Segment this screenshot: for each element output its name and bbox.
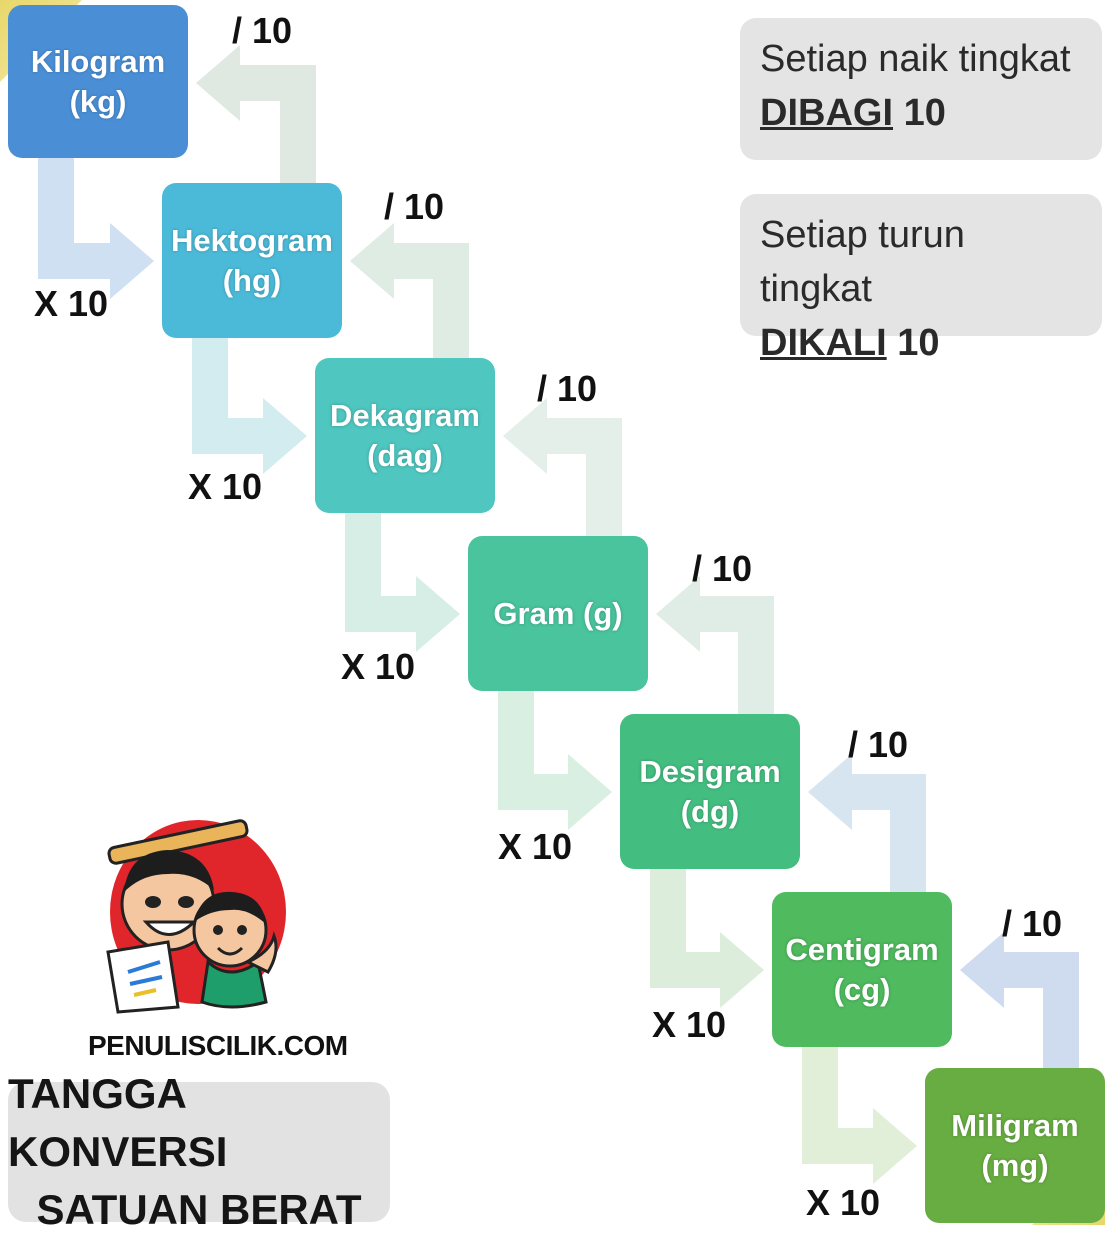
unit-symbol: (cg) xyxy=(833,971,891,1007)
multiply-label: X 10 xyxy=(188,466,263,507)
note-emphasis: DIBAGI xyxy=(760,92,893,134)
multiply-arrow xyxy=(192,333,307,474)
unit-box-hektogram: Hektogram (hg) xyxy=(162,183,342,338)
unit-name: Dekagram xyxy=(330,397,480,433)
title-line-1: TANGGA KONVERSI xyxy=(8,1070,228,1175)
divide-arrow xyxy=(350,223,469,360)
divide-arrow xyxy=(196,45,316,185)
unit-box-kilogram: Kilogram (kg) xyxy=(8,5,188,158)
divide-arrow xyxy=(503,398,622,538)
note-rule-line: DIKALI 10 xyxy=(760,316,1082,370)
divide-arrow xyxy=(808,754,926,894)
unit-box-miligram: Miligram (mg) xyxy=(925,1068,1105,1223)
unit-symbol: (dag) xyxy=(367,437,443,473)
multiply-label: X 10 xyxy=(34,283,109,324)
multiply-label: X 10 xyxy=(341,646,416,687)
unit-name: Gram (g) xyxy=(493,595,623,631)
site-name: PENULISCILIK.COM xyxy=(88,1030,348,1061)
note-rule-line: DIBAGI 10 xyxy=(760,86,1082,140)
divide-label: / 10 xyxy=(692,548,753,589)
unit-box-desigram: Desigram (dg) xyxy=(620,714,800,869)
unit-name: Kilogram xyxy=(30,43,166,79)
multiply-arrow xyxy=(650,864,764,1008)
multiply-label: X 10 xyxy=(498,826,573,867)
note-number: 10 xyxy=(903,92,946,134)
unit-name: Centigram xyxy=(785,931,939,967)
note-multiply-rule: Setiap turun tingkat DIKALI 10 xyxy=(740,194,1102,364)
unit-symbol: (kg) xyxy=(69,83,127,119)
multiply-arrow xyxy=(345,508,460,652)
unit-box-centigram: Centigram (cg) xyxy=(772,892,952,1047)
multiply-label: X 10 xyxy=(806,1182,881,1223)
unit-symbol: (dg) xyxy=(680,793,740,829)
unit-name: Miligram xyxy=(951,1107,1079,1143)
multiply-label: X 10 xyxy=(652,1004,727,1045)
divide-label: / 10 xyxy=(537,368,598,409)
divide-label: / 10 xyxy=(848,724,909,765)
title-line-2: SATUAN BERAT xyxy=(36,1186,362,1233)
divide-label: / 10 xyxy=(232,10,293,51)
diagram-title: TANGGA KONVERSI SATUAN BERAT xyxy=(8,1070,390,1233)
divide-arrow xyxy=(656,576,774,716)
divide-label: / 10 xyxy=(1002,903,1063,944)
unit-box-gram: Gram (g) xyxy=(468,536,648,691)
multiply-arrow xyxy=(802,1042,917,1184)
divide-label: / 10 xyxy=(384,186,445,227)
unit-name: Hektogram xyxy=(171,222,333,258)
cartoon-kids-logo-icon xyxy=(106,819,286,1014)
multiply-arrow xyxy=(38,155,154,299)
multiply-arrow xyxy=(498,686,612,830)
unit-name: Desigram xyxy=(639,753,781,789)
unit-symbol: (mg) xyxy=(981,1147,1049,1183)
unit-symbol: (hg) xyxy=(222,262,282,298)
note-emphasis: DIKALI xyxy=(760,322,887,364)
note-number: 10 xyxy=(897,322,940,364)
divide-arrow xyxy=(960,932,1079,1070)
note-text: Setiap naik tingkat xyxy=(760,38,1071,80)
note-text: Setiap turun tingkat xyxy=(760,214,965,310)
note-divide-rule: Setiap naik tingkat DIBAGI 10 xyxy=(740,18,1102,160)
unit-box-dekagram: Dekagram (dag) xyxy=(315,358,495,513)
